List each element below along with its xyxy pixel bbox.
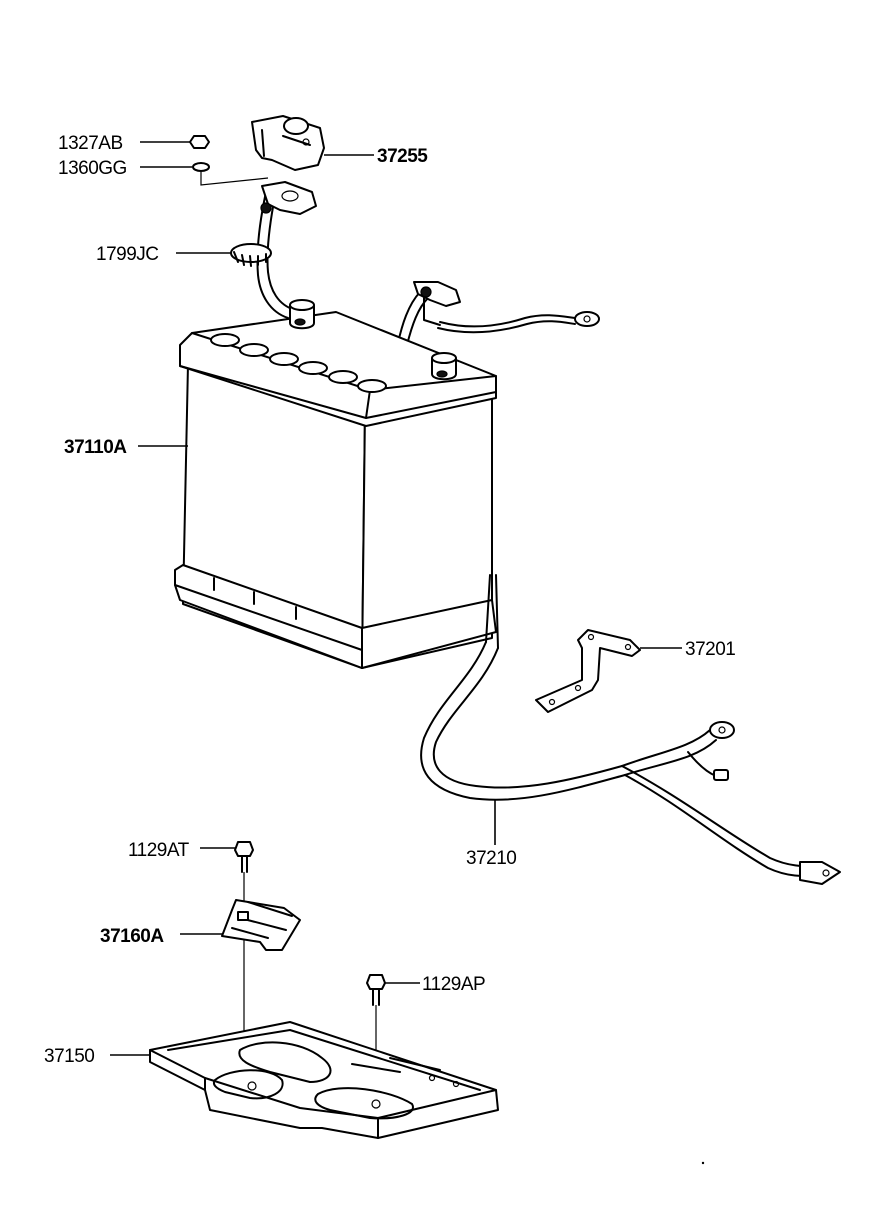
battery-37110a (174, 299, 497, 669)
cable-band-1799jc (230, 243, 272, 267)
hold-down-37160a (221, 899, 301, 951)
label-37255: 37255 (377, 146, 428, 167)
negative-cable-37210 (420, 574, 841, 885)
label-37201: 37201 (685, 639, 735, 660)
washer-1360gg (192, 162, 210, 172)
label-37160a: 37160A (100, 926, 164, 947)
label-1129ap: 1129AP (422, 974, 485, 995)
label-1799jc: 1799JC (96, 244, 159, 265)
nut-1327ab (189, 135, 210, 149)
bracket-37201 (535, 629, 641, 713)
terminal-cover-37255 (251, 115, 325, 171)
battery-tray-37150 (149, 1021, 499, 1139)
negative-terminal-wire (397, 281, 600, 346)
label-37110a: 37110A (64, 437, 127, 458)
label-37210: 37210 (466, 848, 516, 869)
positive-cable (256, 181, 317, 319)
label-1360gg: 1360GG (58, 158, 127, 179)
label-1129at: 1129AT (128, 840, 190, 861)
leader-1360gg-to-terminal (200, 172, 269, 186)
label-1327ab: 1327AB (58, 133, 123, 154)
label-37150: 37150 (44, 1046, 94, 1067)
print-dot (701, 1161, 705, 1165)
